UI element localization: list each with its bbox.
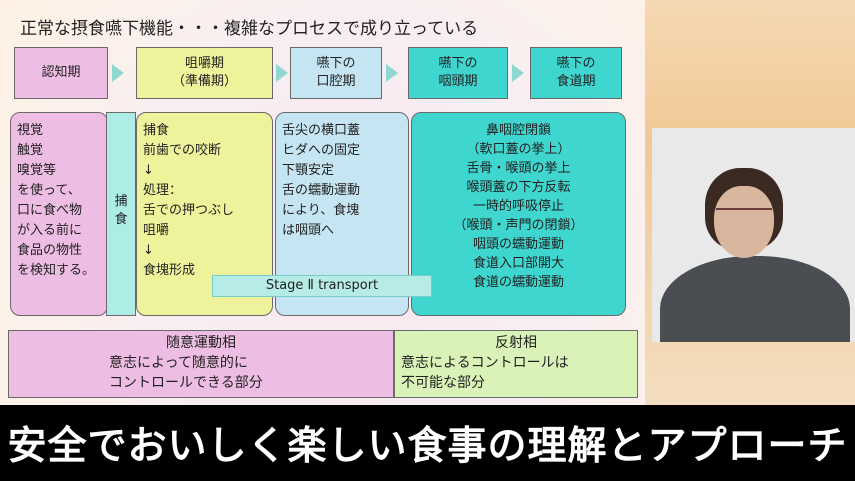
arrow-icon — [112, 64, 124, 82]
cognition-block: 視覚 触覚 嗅覚等 を使って、 口に食べ物 が入る前に 食品の物性 を検知する。 — [10, 112, 108, 316]
voluntary-title: 随意運動相 — [166, 335, 236, 351]
phase-cognition: 認知期 — [14, 47, 108, 99]
stage-transport-label: Stage Ⅱ transport — [212, 275, 432, 297]
caption-bar: 安全でおいしく楽しい食事の理解とアプローチ — [0, 405, 855, 481]
pharyngeal-block: 鼻咽腔閉鎖 （軟口蓋の挙上） 舌骨・喉頭の挙上 喉頭蓋の下方反転 一時的呼吸停止… — [411, 112, 626, 316]
capture-block: 捕 食 — [106, 112, 136, 316]
presenter-glasses — [716, 208, 772, 224]
slide: 正常な摂食嚥下機能・・・複雑なプロセスで成り立っている 認知期 咀嚼期 （準備期… — [0, 0, 645, 405]
caption-text: 安全でおいしく楽しい食事の理解とアプローチ — [7, 424, 848, 469]
reflex-title: 反射相 — [495, 335, 537, 351]
presenter-face — [714, 186, 774, 258]
voluntary-panel: 随意運動相 意志によって随意的に コントロールできる部分 — [8, 330, 394, 398]
arrow-icon — [386, 64, 398, 82]
phase-pharyngeal: 嚥下の 咽頭期 — [408, 47, 508, 99]
arrow-icon — [276, 64, 288, 82]
reflex-panel: 反射相 意志によるコントロールは 不可能な部分 — [394, 330, 638, 398]
chewing-block: 捕食 前歯での咬断 ↓ 処理： 舌での押つぶし 咀嚼 ↓ 食塊形成 — [136, 112, 273, 316]
slide-title: 正常な摂食嚥下機能・・・複雑なプロセスで成り立っている — [20, 19, 479, 39]
phase-chewing: 咀嚼期 （準備期） — [136, 47, 273, 99]
phase-oral: 嚥下の 口腔期 — [290, 47, 382, 99]
presenter-body — [660, 256, 850, 342]
phase-esophageal: 嚥下の 食道期 — [530, 47, 622, 99]
presenter-video — [652, 128, 855, 342]
reflex-text: 意志によるコントロールは 不可能な部分 — [401, 355, 569, 391]
arrow-icon — [512, 64, 524, 82]
voluntary-text: 意志によって随意的に コントロールできる部分 — [109, 355, 263, 391]
